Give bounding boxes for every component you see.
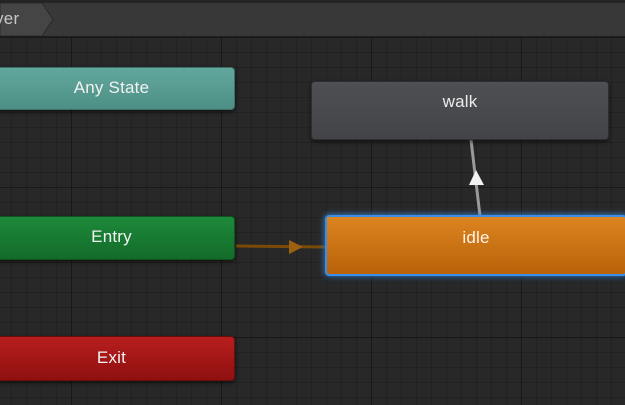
state-label-any-state: Any State: [73, 78, 150, 97]
state-node-exit[interactable]: Exit: [0, 336, 235, 381]
transition-entry-to-idle[interactable]: [235, 244, 327, 249]
state-node-entry[interactable]: Entry: [0, 216, 235, 260]
breadcrumb-label: yer: [0, 9, 20, 28]
state-label-entry: Entry: [91, 227, 132, 246]
breadcrumb-layer-tab[interactable]: yer: [0, 3, 60, 36]
state-label-idle: idle: [462, 228, 490, 247]
state-label-walk: walk: [442, 92, 478, 111]
transition-idle-to-walk[interactable]: [469, 139, 482, 217]
state-label-exit: Exit: [96, 348, 127, 367]
breadcrumb-chevron-icon: [0, 3, 54, 36]
breadcrumb-bar: yer: [0, 0, 625, 37]
state-node-walk[interactable]: walk: [311, 81, 609, 140]
state-node-idle[interactable]: idle: [325, 215, 625, 276]
state-node-any-state[interactable]: Any State: [0, 67, 235, 110]
